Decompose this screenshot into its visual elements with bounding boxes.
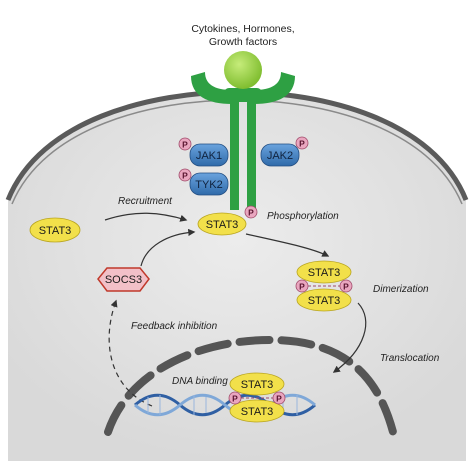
feedback-label: Feedback inhibition [131,321,218,332]
stat3-cytoplasmic: STAT3 [29,217,81,243]
phospho-mark-stat3: P [244,205,258,219]
phospho-mark-jak1: P [178,137,192,151]
stat3-cytoplasmic-label: STAT3 [39,225,72,237]
ligand-label-line1: Cytokines, Hormones, [191,23,294,35]
phospho-mark-dimer-right: P [339,279,353,293]
dna-dimer-bottom-label: STAT3 [241,406,274,418]
jak2-label: JAK2 [267,150,293,162]
socs3: SOCS3 [97,267,150,292]
svg-text:P: P [299,139,305,149]
phospho-mark-jak2: P [295,136,309,150]
ligand-ball [224,51,262,89]
svg-text:P: P [232,394,238,404]
svg-text:P: P [276,394,282,404]
phospho-mark-dimer-left: P [295,279,309,293]
svg-text:P: P [182,171,188,181]
svg-text:P: P [343,282,349,292]
jak2: JAK2 [260,143,300,167]
phospho-mark-dna-left: P [228,391,242,405]
jak1: JAK1 [189,143,229,167]
recruitment-label: Recruitment [118,196,173,207]
phosphorylation-label: Phosphorylation [267,211,339,222]
stat3-receptor-label: STAT3 [206,219,239,231]
dimer-bottom-label: STAT3 [308,295,341,307]
stat3-dimer-cytoplasm: STAT3 STAT3 P P [295,260,353,312]
to-dimer-arrow [245,233,330,257]
recruitment-arrow [104,212,188,222]
socs3-inhibition-arrow [140,228,196,267]
dna-dimer-top-label: STAT3 [241,379,274,391]
cell-cytoplasm [8,92,466,461]
dimer-top-label: STAT3 [308,267,341,279]
receptor [191,72,295,210]
svg-text:P: P [248,208,254,218]
ligand-label-line2: Growth factors [209,36,277,48]
dna-binding-label: DNA binding [172,376,228,387]
tyk2-label: TYK2 [195,179,223,191]
dimerization-label: Dimerization [373,284,429,295]
svg-text:P: P [299,282,305,292]
translocation-arrow [332,302,367,373]
tyk2: TYK2 [189,172,229,196]
jak1-label: JAK1 [196,150,222,162]
nuclear-envelope [104,335,397,436]
stat3-receptor-bound: STAT3 [197,212,247,236]
phospho-mark-tyk2: P [178,168,192,182]
svg-text:P: P [182,140,188,150]
socs3-label: SOCS3 [105,274,142,286]
phospho-mark-dna-right: P [272,391,286,405]
stat3-dimer-dna-bound: STAT3 STAT3 P P [228,372,286,423]
translocation-label: Translocation [380,353,440,364]
